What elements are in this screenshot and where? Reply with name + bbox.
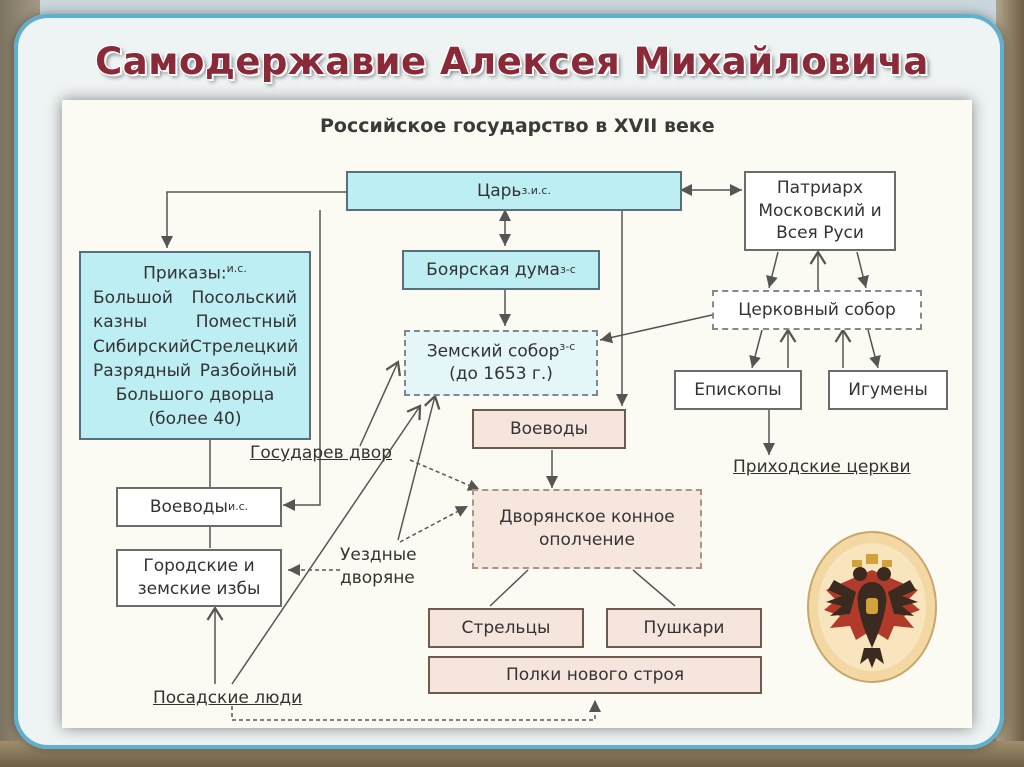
gunners-label: Пушкари: [643, 617, 725, 638]
district-nobles-line-1: Уездные: [340, 545, 417, 565]
parish-churches-label: Приходские церкви: [733, 457, 911, 477]
voevody-center-label: Воеводы: [509, 418, 589, 439]
boyar-duma-label: Боярская дума: [426, 259, 560, 280]
prikazy-row: казны Поместный: [93, 310, 297, 334]
bishops-box: Епископы: [674, 370, 802, 410]
prikazy-count: (более 40): [148, 409, 242, 430]
zemsky-sobor-box: Земский соборз-с (до 1653 г.): [404, 330, 598, 396]
prikazy-row: Разрядный Разбойный: [93, 359, 297, 383]
patriarch-box: Патриарх Московский и Всея Руси: [744, 171, 896, 251]
bishops-label: Епископы: [694, 379, 782, 400]
district-nobles-label: Уездные дворяне: [340, 544, 417, 590]
prikazy-title: Приказы:: [143, 263, 227, 284]
prikaz-streletsky: Стрелецкий: [189, 336, 299, 357]
city-huts-line-2: земские избы: [137, 579, 261, 599]
noble-cavalry-line-1: Дворянское конное: [499, 507, 675, 528]
noble-cavalry-line-2: ополчение: [539, 530, 635, 550]
tsar-label: Царь: [477, 180, 522, 201]
double-headed-eagle-icon: [806, 530, 938, 684]
prikaz-bolshoy: Большой: [93, 287, 173, 308]
church-council-box: Церковный собор: [712, 290, 922, 330]
slide-title: Самодержавие Алексея Михайловича: [95, 40, 929, 83]
voevody-left-label: Воеводы: [149, 496, 228, 517]
prikaz-sibirsky: Сибирский: [93, 336, 190, 357]
new-order-regiments-box: Полки нового строя: [428, 656, 762, 694]
city-huts-line-1: Городские и: [143, 556, 255, 577]
voevody-center-box: Воеводы: [472, 409, 626, 449]
voevody-left-sup: и.с.: [227, 499, 249, 513]
tsar-sup: з.и.с.: [521, 183, 551, 197]
city-huts-box: Городские и земские избы: [116, 549, 282, 607]
church-council-label: Церковный собор: [738, 299, 896, 320]
patriarch-line-3: Всея Руси: [776, 223, 864, 244]
patriarch-line-2: Московский и: [758, 200, 882, 221]
streltsy-label: Стрельцы: [461, 617, 551, 638]
abbots-box: Игумены: [828, 370, 948, 410]
prikaz-posolsky: Посольский: [191, 287, 297, 308]
diagram-subtitle: Российское государство в XVII веке: [320, 115, 715, 137]
gunners-box: Пушкари: [606, 608, 762, 648]
district-nobles-line-2: дворяне: [340, 567, 415, 588]
zemsky-sobor-sup: з-с: [559, 339, 576, 353]
zemsky-sobor-note: (до 1653 г.): [449, 364, 553, 385]
zemsky-sobor-label: Земский собор: [426, 341, 560, 362]
prikazy-box: Приказы:и.с. Большой Посольский казны Поме…: [79, 251, 311, 440]
prikaz-pomestny: Поместный: [195, 312, 297, 333]
abbots-label: Игумены: [848, 379, 928, 400]
new-order-regiments-label: Полки нового строя: [505, 664, 685, 685]
prikaz-razryadny: Разрядный: [93, 360, 192, 381]
boyar-duma-sup: з-с: [559, 262, 576, 276]
patriarch-line-1: Патриарх: [776, 177, 864, 198]
prikaz-razboyny: Разбойный: [199, 360, 297, 381]
prikazy-row: Большой Посольский: [93, 286, 297, 310]
prikazy-sup: и.с.: [226, 262, 247, 275]
noble-cavalry-box: Дворянское конное ополчение: [472, 489, 702, 569]
prikaz-bolshogo-dvortsa: Большого дворца: [115, 385, 275, 406]
streltsy-box: Стрельцы: [428, 608, 584, 648]
prikaz-kazny: казны: [93, 312, 148, 333]
sovereign-court-label: Государев двор: [250, 443, 392, 463]
townspeople-label: Посадские люди: [153, 688, 303, 708]
